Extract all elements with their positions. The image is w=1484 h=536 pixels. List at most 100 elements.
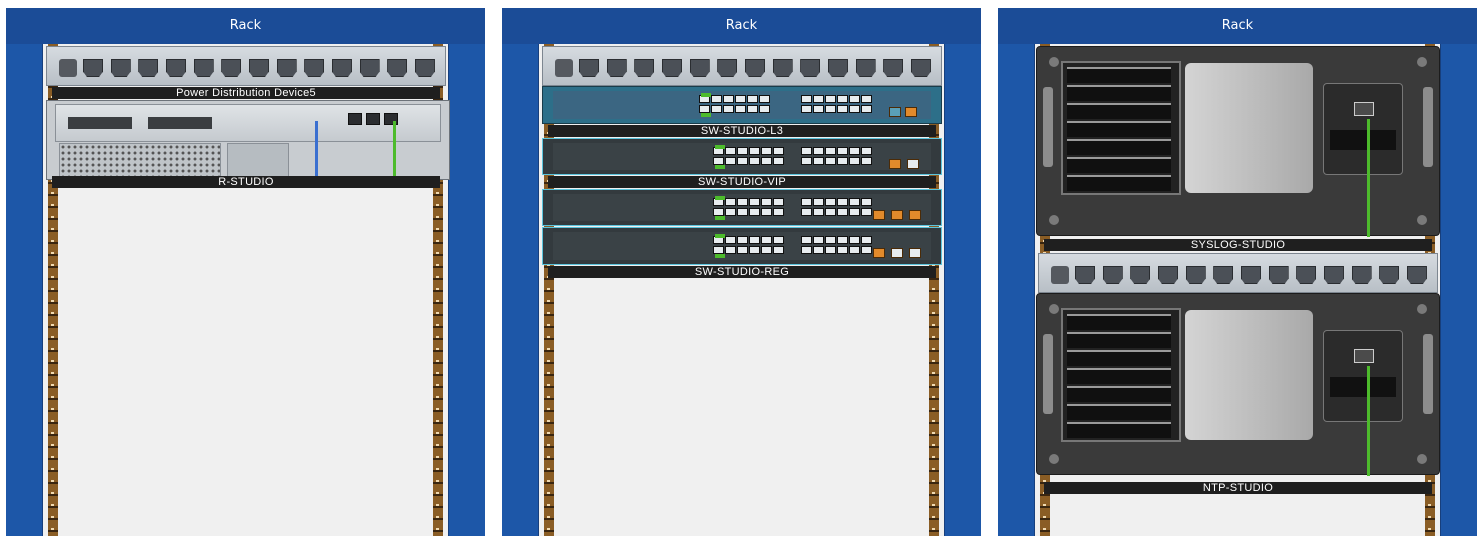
drive-bay — [1067, 67, 1171, 83]
card-slot — [1330, 130, 1396, 150]
rack-side-right — [1440, 8, 1477, 536]
rack-1: Rack Power Distribution Device5 R-STUDIO — [6, 8, 485, 536]
server-panel — [1185, 63, 1313, 193]
drive-bay — [1067, 332, 1171, 348]
switch-port-group — [801, 236, 872, 254]
device-label: R-STUDIO — [52, 176, 440, 188]
device-label: NTP-STUDIO — [1044, 482, 1432, 494]
outlet-row — [83, 59, 435, 77]
screw-icon — [1417, 57, 1427, 67]
switch-device[interactable] — [542, 227, 942, 265]
power-switch-icon — [1051, 266, 1069, 284]
outlet-icon — [1406, 266, 1427, 284]
device-label: SW-STUDIO-VIP — [548, 176, 936, 188]
outlet-icon — [883, 59, 904, 77]
outlet-icon — [606, 59, 627, 77]
outlet-icon — [1268, 266, 1289, 284]
router-device[interactable] — [46, 100, 450, 181]
device-label: SW-STUDIO-REG — [548, 266, 936, 278]
drive-bay — [1067, 368, 1171, 384]
uplink-port-icon — [905, 107, 917, 117]
cable-connector-green — [701, 113, 711, 117]
drive-bays — [1061, 61, 1181, 195]
module-slot — [68, 117, 132, 129]
outlet-icon — [1075, 266, 1095, 284]
device-label: SW-STUDIO-L3 — [548, 125, 936, 137]
switch-port-group — [801, 198, 872, 216]
outlet-icon — [689, 59, 710, 77]
rack-title: Rack — [1221, 18, 1254, 33]
outlet-icon — [1157, 266, 1178, 284]
screw-icon — [1049, 215, 1059, 225]
screw-icon — [1417, 215, 1427, 225]
rack-header: Rack — [6, 8, 485, 44]
outlet-icon — [165, 59, 186, 77]
outlet-icon — [717, 59, 738, 77]
uplink-port-icon — [889, 107, 901, 117]
ethernet-port-icon — [1354, 102, 1374, 116]
drive-bay — [1067, 103, 1171, 119]
router-vent-grille — [59, 143, 221, 179]
drive-bay — [1067, 350, 1171, 366]
rack-rail-right — [929, 44, 939, 536]
router-power-supply — [227, 143, 289, 179]
cable-blue — [315, 121, 318, 181]
rack-rail-left — [48, 44, 58, 536]
rack-rail-right — [433, 44, 443, 536]
cable-connector-green — [715, 196, 725, 200]
outlet-icon — [827, 59, 848, 77]
rack-side-right — [448, 8, 485, 536]
outlet-row — [1075, 266, 1427, 284]
rack-header: Rack — [998, 8, 1477, 44]
server-device[interactable] — [1036, 293, 1440, 476]
power-distribution-device[interactable] — [1038, 253, 1438, 293]
uplink-port-icon — [909, 248, 921, 258]
rack-side-right — [944, 8, 981, 536]
drive-bay — [1067, 422, 1171, 438]
server-device[interactable] — [1036, 46, 1440, 237]
switch-device[interactable] — [542, 189, 942, 226]
outlet-icon — [744, 59, 765, 77]
drive-bay — [1067, 175, 1171, 191]
switch-device[interactable] — [542, 138, 942, 175]
drive-bay — [1067, 404, 1171, 420]
outlet-icon — [359, 59, 380, 77]
switch-port-group — [713, 236, 784, 254]
power-distribution-device[interactable] — [542, 46, 942, 86]
outlet-icon — [1323, 266, 1344, 284]
device-label: SYSLOG-STUDIO — [1044, 239, 1432, 251]
screw-icon — [1049, 57, 1059, 67]
outlet-icon — [579, 59, 599, 77]
outlet-icon — [1102, 266, 1123, 284]
uplink-port-icon — [873, 210, 885, 220]
uplink-port-icon — [907, 159, 919, 169]
outlet-icon — [1379, 266, 1400, 284]
outlet-icon — [387, 59, 408, 77]
uplink-port-icon — [891, 210, 903, 220]
server-panel — [1185, 310, 1313, 440]
module-slot — [148, 117, 212, 129]
power-switch-icon — [59, 59, 77, 77]
switch-port-group — [699, 95, 770, 113]
server-handle — [1423, 87, 1433, 167]
outlet-icon — [1130, 266, 1151, 284]
network-card — [1323, 83, 1403, 175]
drive-bay — [1067, 121, 1171, 137]
screw-icon — [1049, 454, 1059, 464]
rack-header: Rack — [502, 8, 981, 44]
multilayer-switch-device[interactable] — [542, 86, 942, 124]
rack-side-left — [502, 8, 539, 536]
cable-connector-green — [715, 145, 725, 149]
outlet-icon — [138, 59, 159, 77]
outlet-icon — [331, 59, 352, 77]
power-distribution-device[interactable] — [46, 46, 446, 86]
ethernet-port-icon — [366, 113, 380, 125]
switch-port-group — [713, 147, 784, 165]
outlet-icon — [193, 59, 214, 77]
rack-2: Rack SW-STUDIO-L3 SW-STUDIO-VIP — [502, 8, 981, 536]
uplink-port-icon — [889, 159, 901, 169]
power-switch-icon — [555, 59, 573, 77]
switch-port-group — [801, 95, 872, 113]
uplink-port-icon — [909, 210, 921, 220]
outlet-icon — [110, 59, 131, 77]
